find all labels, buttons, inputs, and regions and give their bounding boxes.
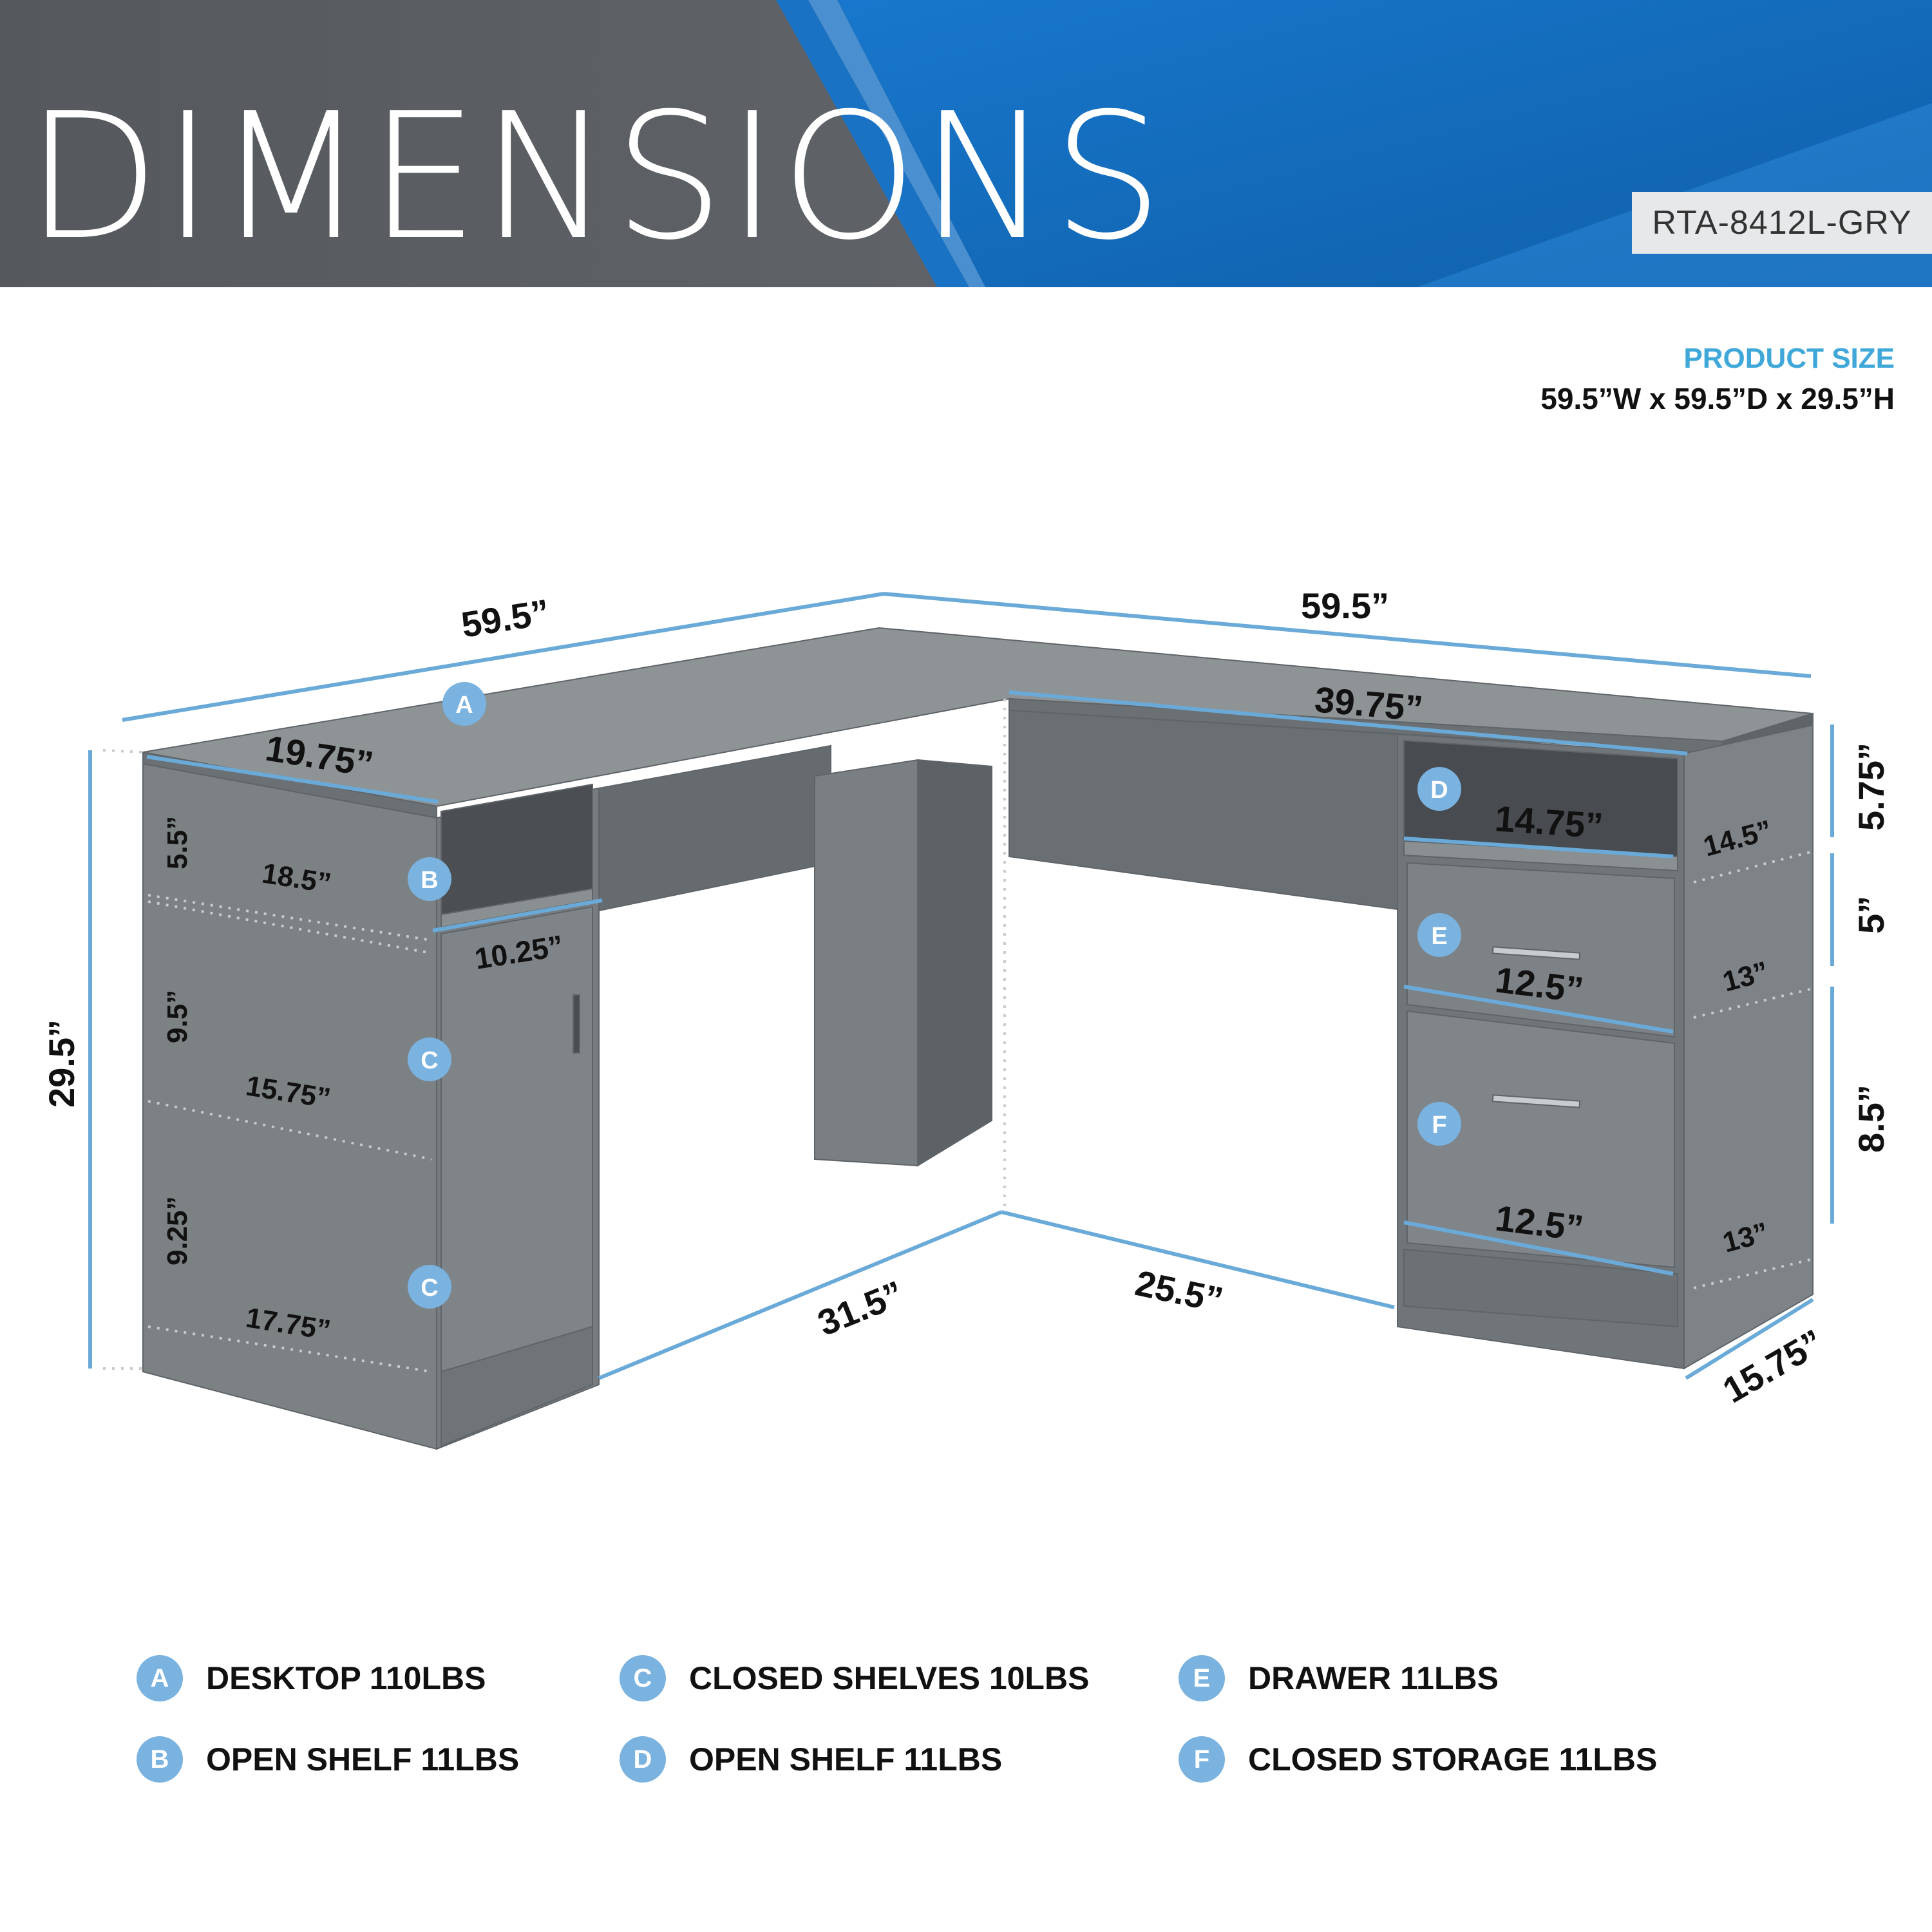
dim-inner-span: 39.75”	[1313, 679, 1425, 728]
badge-c-upper: C	[421, 1047, 438, 1074]
legend-item-f: F CLOSED STORAGE 11LBS	[1179, 1736, 1657, 1783]
legend-badge: E	[1179, 1655, 1225, 1701]
dim-total-height: 29.5”	[41, 1019, 82, 1108]
legend-badge: C	[620, 1655, 666, 1701]
badge-d: D	[1430, 777, 1448, 804]
badge-f: F	[1432, 1112, 1446, 1139]
badge-c-lower: C	[421, 1274, 438, 1302]
legend-item-d: D OPEN SHELF 11LBS	[620, 1736, 1002, 1783]
modesty-panel	[598, 744, 831, 912]
dim-f-height: 8.5”	[1851, 1084, 1891, 1153]
dim-b-height: 5.5”	[162, 816, 193, 869]
product-size-value: 59.5”W x 59.5”D x 29.5”H	[1540, 382, 1895, 415]
dim-d-height: 5.75”	[1851, 743, 1891, 831]
right-cabinet-side	[1683, 724, 1814, 1370]
legend-text: CLOSED STORAGE 11LBS	[1248, 1741, 1658, 1777]
legend-item-e: E DRAWER 11LBS	[1179, 1655, 1499, 1701]
legend-text: OPEN SHELF 11LBS	[689, 1741, 1003, 1777]
dimension-lines	[88, 592, 1834, 1380]
dim-e-height: 5”	[1851, 896, 1891, 934]
dim-d-width: 14.75”	[1493, 798, 1604, 846]
legend-badge: B	[137, 1736, 183, 1783]
legend-text: DRAWER 11LBS	[1248, 1660, 1499, 1696]
legend-badge: F	[1179, 1736, 1225, 1783]
legend-text: DESKTOP 110LBS	[206, 1660, 486, 1696]
desk-illustration	[142, 627, 1814, 1450]
product-size-label: PRODUCT SIZE	[1683, 343, 1895, 374]
diagram-badges: A B C C D E F	[408, 682, 1461, 1309]
badge-e: E	[1431, 923, 1447, 950]
dim-knee-right: 25.5”	[1132, 1262, 1227, 1320]
legend-item-c: C CLOSED SHELVES 10LBS	[620, 1655, 1089, 1701]
corner-leg	[814, 759, 918, 1167]
dim-top-left-width: 59.5”	[459, 591, 552, 645]
legend-item-b: B OPEN SHELF 11LBS	[137, 1736, 519, 1783]
dotted-guides	[102, 699, 1814, 1373]
legend-text: OPEN SHELF 11LBS	[206, 1741, 520, 1777]
legend-text: CLOSED SHELVES 10LBS	[689, 1660, 1090, 1696]
legend-item-a: A DESKTOP 110LBS	[137, 1655, 486, 1701]
dim-c1-height: 9.5”	[162, 990, 193, 1043]
left-cabinet-door	[440, 905, 593, 1373]
legend-badge: D	[620, 1736, 666, 1783]
drawer-f	[1406, 1010, 1675, 1269]
badge-a: A	[455, 692, 473, 719]
dim-top-right-width: 59.5”	[1301, 585, 1389, 626]
page-title: DIMENSIONS	[26, 75, 1166, 278]
badge-b: B	[421, 867, 438, 894]
dim-c2-height: 9.25”	[162, 1196, 193, 1265]
model-number-badge: RTA-8412L-GRY	[1632, 192, 1932, 254]
legend-badge: A	[137, 1655, 183, 1701]
